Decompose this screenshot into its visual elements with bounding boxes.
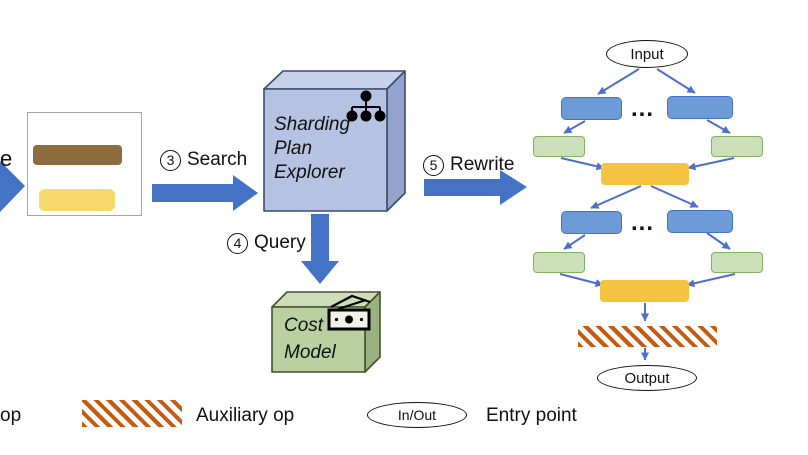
cost-label-line1: Cost — [284, 315, 324, 336]
incoming-block-arrow — [0, 161, 25, 212]
step-query-label: 4 Query — [227, 232, 306, 254]
legend-entry-label: Entry point — [486, 405, 577, 426]
edge-blue2l-green2l — [563, 234, 586, 250]
edge-yellow1-blue2r — [650, 185, 699, 208]
edge-green1l-yellow1 — [560, 157, 605, 171]
auxiliary-op-node — [578, 326, 717, 347]
cost-cube-side — [364, 291, 381, 373]
ellipsis-top: ... — [631, 95, 655, 122]
edge-green2l-yellow2 — [559, 273, 604, 288]
op-node-blue — [561, 97, 622, 120]
op-node-blue — [667, 96, 733, 119]
sharding-plan-explorer-label: Sharding Plan Explorer — [274, 113, 350, 185]
cost-model-label: Cost Model — [284, 312, 336, 366]
graph-connectors — [559, 68, 736, 361]
edge-blue1r-green1r — [706, 119, 731, 134]
query-block-arrow — [301, 214, 339, 284]
edge-blue1l-green1l — [563, 120, 586, 134]
op-node-green — [533, 136, 585, 157]
op-node-green — [711, 136, 763, 157]
step-3-circle: 3 — [160, 149, 181, 171]
step-5-text: Rewrite — [450, 154, 515, 175]
op-node-blue — [667, 210, 733, 233]
op-node-brown — [33, 145, 122, 165]
step-4-circle: 4 — [227, 232, 248, 254]
op-node-yellow — [39, 189, 115, 211]
step-rewrite-label: 5 Rewrite — [423, 154, 514, 176]
step-4-text: Query — [254, 232, 306, 253]
explorer-cube-side — [386, 70, 406, 212]
cost-label-line2: Model — [284, 342, 336, 363]
step-5-circle: 5 — [423, 154, 444, 176]
hierarchy-tree-icon — [346, 90, 386, 122]
edge-input-blue1r — [656, 68, 696, 94]
input-entry-node: Input — [606, 40, 688, 68]
op-node-green — [533, 252, 585, 273]
explorer-label-line1: Sharding — [274, 114, 351, 135]
legend-op-partial: op — [0, 405, 22, 426]
output-entry-node: Output — [597, 365, 697, 391]
legend-inout-swatch: In/Out — [367, 402, 467, 428]
money-icon — [327, 294, 371, 331]
op-node-green — [711, 252, 763, 273]
explorer-cube-front — [263, 88, 388, 212]
search-block-arrow — [152, 175, 258, 211]
sharding-plan-explorer-cube — [263, 70, 406, 212]
explorer-label-line2: Plan — [274, 138, 313, 159]
legend-auxiliary-swatch — [82, 400, 182, 427]
edge-blue2r-green2r — [706, 232, 731, 250]
op-node-yellow-wide — [600, 280, 689, 302]
explorer-cube-top — [263, 70, 406, 90]
op-node-yellow-wide — [601, 163, 689, 185]
legend-auxiliary-label: Auxiliary op — [196, 405, 295, 426]
edge-green1r-yellow1 — [687, 157, 735, 171]
rewrite-block-arrow — [424, 170, 527, 205]
ellipsis-bottom: ... — [631, 209, 655, 236]
step-search-label: 3 Search — [160, 149, 247, 171]
step-3-text: Search — [187, 149, 248, 170]
explorer-label-line3: Explorer — [274, 162, 345, 183]
op-node-blue — [561, 211, 622, 234]
partial-left-label: e — [0, 146, 13, 171]
edge-green2r-yellow2 — [686, 273, 736, 288]
edge-input-blue1l — [597, 68, 640, 95]
edge-yellow1-blue2l — [590, 185, 642, 209]
